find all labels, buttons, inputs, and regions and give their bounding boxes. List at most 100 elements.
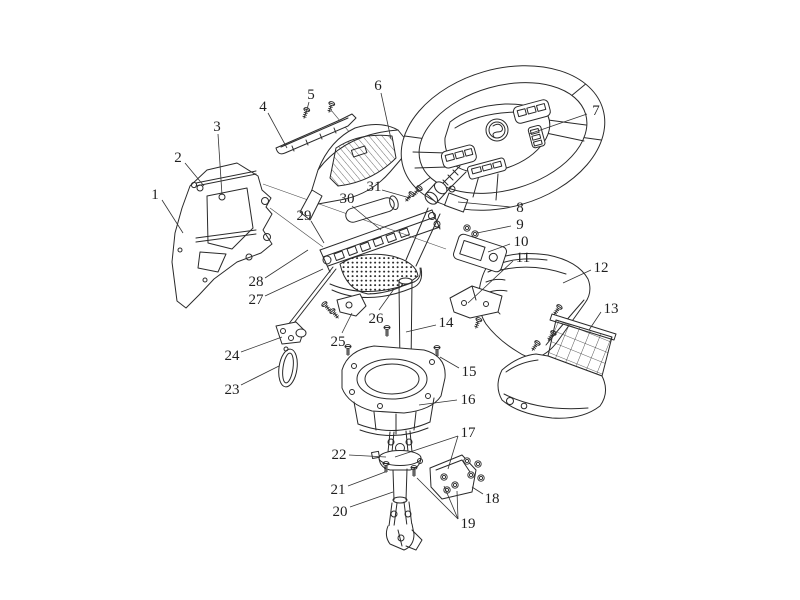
part-label-24: 24 xyxy=(225,348,241,364)
part-label-2: 2 xyxy=(174,150,182,166)
mounting-bracket xyxy=(171,162,273,309)
leader-line-14 xyxy=(405,324,437,333)
part-label-6: 6 xyxy=(374,78,382,94)
ignition-switch xyxy=(424,165,479,238)
bolt-icon xyxy=(451,481,459,489)
part-label-1: 1 xyxy=(151,187,159,203)
switch-module xyxy=(453,233,507,273)
screw-icon xyxy=(383,325,391,337)
leader-line-31 xyxy=(381,189,411,199)
part-label-8: 8 xyxy=(516,200,524,216)
leader-line-20 xyxy=(349,491,394,508)
screw-icon xyxy=(410,465,418,477)
tilt-cylinder xyxy=(345,195,399,223)
part-label-15: 15 xyxy=(462,364,477,380)
wheel-buttons-left xyxy=(440,144,477,169)
screw-icon xyxy=(472,316,483,330)
bolt-icon xyxy=(471,230,479,238)
lever-loop xyxy=(278,348,298,388)
part-label-14: 14 xyxy=(439,315,455,331)
leader-line-18 xyxy=(471,486,484,495)
part-label-16: 16 xyxy=(461,392,477,408)
leader-line-23 xyxy=(240,365,280,386)
part-label-21: 21 xyxy=(331,482,346,498)
leader-line-12 xyxy=(562,269,592,284)
leader-line-7 xyxy=(528,113,588,135)
screw-icon xyxy=(325,100,336,114)
steering-wheel xyxy=(400,65,606,211)
tilt-latch-lever xyxy=(275,266,337,388)
part-label-30: 30 xyxy=(340,191,355,207)
bolt-icon xyxy=(467,471,475,479)
leader-line-28 xyxy=(264,249,309,279)
leader-line-19 xyxy=(416,477,459,520)
part-label-23: 23 xyxy=(225,382,240,398)
wheel-switch-strip xyxy=(527,124,546,149)
leader-line-30 xyxy=(351,205,382,231)
energy-absorbing-mesh xyxy=(339,253,419,295)
part-label-11: 11 xyxy=(516,250,530,266)
leader-line-19 xyxy=(443,485,459,520)
leader-line-22 xyxy=(348,454,387,458)
part-label-3: 3 xyxy=(213,119,221,135)
support-bracket-plate xyxy=(429,454,485,500)
leader-line-17 xyxy=(394,435,459,458)
part-labels: 1234567891011121314151617181920212223242… xyxy=(151,78,618,532)
leader-line-26 xyxy=(378,288,395,311)
bolt-icon xyxy=(477,474,485,482)
leader-line-4 xyxy=(267,112,288,149)
screw-icon xyxy=(328,307,341,321)
floor-mount-plate xyxy=(341,325,446,437)
part-label-7: 7 xyxy=(592,103,600,119)
leader-line-6 xyxy=(380,92,392,140)
leader-line-24 xyxy=(240,336,283,353)
part-label-25: 25 xyxy=(331,334,346,350)
trim-strip xyxy=(275,100,357,155)
bolt-icon xyxy=(474,460,482,468)
part-label-13: 13 xyxy=(604,301,619,317)
lower-bracket xyxy=(449,285,503,330)
leader-line-27 xyxy=(264,268,324,297)
part-label-31: 31 xyxy=(367,179,382,195)
part-label-29: 29 xyxy=(297,208,312,224)
screw-icon xyxy=(320,300,333,314)
part-label-12: 12 xyxy=(594,260,609,276)
bolt-icon xyxy=(463,224,471,232)
leader-line-13 xyxy=(588,311,602,331)
leader-line-10 xyxy=(487,243,511,253)
column-tilt-bracket-assembly xyxy=(319,184,441,298)
lower-column-cover xyxy=(497,313,617,419)
part-label-28: 28 xyxy=(249,274,264,290)
leader-line-29 xyxy=(310,220,325,244)
lower-yoke xyxy=(385,501,423,551)
leader-line-3 xyxy=(217,133,223,196)
screw-icon xyxy=(344,344,352,356)
leader-line-17 xyxy=(447,435,459,470)
wheel-lower-trim xyxy=(467,157,507,180)
bolt-icon xyxy=(440,473,448,481)
ignition-connector xyxy=(444,192,469,213)
leader-line-15 xyxy=(439,356,460,369)
leader-line-16 xyxy=(418,399,458,406)
part-label-17: 17 xyxy=(461,425,477,441)
column-hood-cover xyxy=(299,124,408,221)
leader-line-2 xyxy=(184,162,205,187)
part-label-9: 9 xyxy=(516,217,524,233)
leader-line-1 xyxy=(161,199,184,234)
part-label-22: 22 xyxy=(332,447,347,463)
part-label-18: 18 xyxy=(485,491,500,507)
bolt-icon xyxy=(463,457,471,465)
leader-line-8 xyxy=(457,201,512,208)
screw-icon xyxy=(300,106,311,120)
part-label-20: 20 xyxy=(333,504,348,520)
leader-line-19 xyxy=(456,490,459,520)
part-label-26: 26 xyxy=(369,311,385,327)
lower-shaft-assembly xyxy=(371,430,485,551)
part-label-4: 4 xyxy=(259,99,267,115)
assembly-line xyxy=(269,207,324,248)
leader-line-5 xyxy=(305,101,310,114)
wheel-buttons-right xyxy=(512,99,551,124)
part-label-5: 5 xyxy=(307,87,315,103)
